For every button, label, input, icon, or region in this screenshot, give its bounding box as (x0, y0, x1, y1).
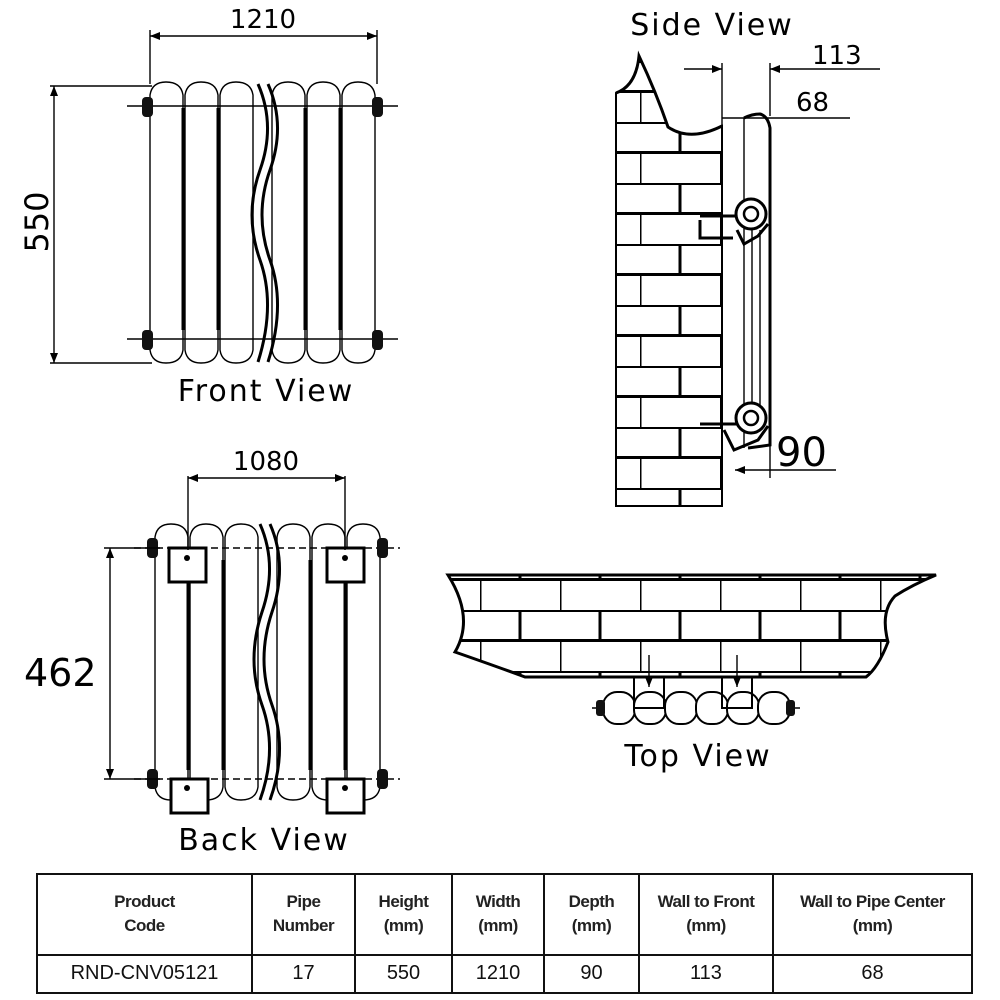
front-view-break-line (250, 83, 280, 363)
header-height: Height (mm) (354, 873, 453, 956)
front-height-value: 550 (18, 191, 56, 252)
technical-drawing: 1210 550 Front View Side View (18, 5, 937, 858)
front-view: 1210 550 Front View (18, 5, 398, 409)
header-width: Width (mm) (451, 873, 545, 956)
header-depth: Depth (mm) (543, 873, 640, 956)
bracket-spacing-value: 1080 (233, 447, 299, 477)
top-view: Top View (445, 573, 937, 774)
depth-value: 90 (776, 430, 827, 476)
side-wall-to-pipe-dimension: 68 (722, 88, 850, 119)
cell-width: 1210 (451, 953, 545, 995)
header-product-code: Product Code (36, 873, 253, 956)
table-header-row: Product Code Pipe Number Height (mm) Wid… (36, 873, 973, 956)
wall-to-front-value: 113 (812, 41, 862, 71)
specification-table: Product Code Pipe Number Height (mm) Wid… (36, 873, 973, 995)
front-width-value: 1210 (230, 5, 296, 35)
cell-depth: 90 (543, 953, 640, 995)
cell-product-code: RND-CNV05121 (36, 953, 253, 995)
header-wall-to-front: Wall to Front (mm) (638, 873, 774, 956)
header-wall-to-pipe-center: Wall to Pipe Center (mm) (772, 873, 973, 956)
front-width-dimension: 1210 (149, 5, 378, 84)
side-wall-to-front-dimension: 113 (684, 41, 880, 128)
back-view: 1080 462 Back View (24, 447, 400, 858)
cell-height: 550 (354, 953, 453, 995)
front-view-title: Front View (178, 374, 355, 409)
side-view-wall (615, 52, 723, 507)
header-pipe-number: Pipe Number (251, 873, 356, 956)
front-height-dimension: 550 (18, 85, 152, 364)
side-view-radiator (698, 112, 772, 452)
back-bracket-spacing-dimension: 1080 (187, 447, 346, 550)
front-view-manifolds (127, 97, 398, 350)
side-view: Side View 113 68 90 (615, 8, 880, 507)
wall-to-pipe-value: 68 (796, 88, 829, 118)
bracket-height-value: 462 (24, 651, 97, 695)
side-view-title: Side View (630, 8, 794, 43)
top-view-radiator (592, 655, 800, 725)
back-view-break-line (252, 523, 281, 801)
cell-wall-to-front: 113 (638, 953, 774, 995)
table-row: RND-CNV05121 17 550 1210 90 113 68 (36, 953, 973, 995)
front-view-columns (149, 81, 376, 364)
top-view-title: Top View (623, 739, 771, 774)
back-bracket-height-dimension: 462 (24, 547, 160, 780)
back-view-brackets (167, 546, 366, 815)
side-depth-dimension: 90 (735, 430, 836, 478)
cell-pipe-number: 17 (251, 953, 356, 995)
cell-wall-to-pipe-center: 68 (772, 953, 973, 995)
top-view-wall (446, 574, 937, 678)
back-view-title: Back View (178, 823, 350, 858)
